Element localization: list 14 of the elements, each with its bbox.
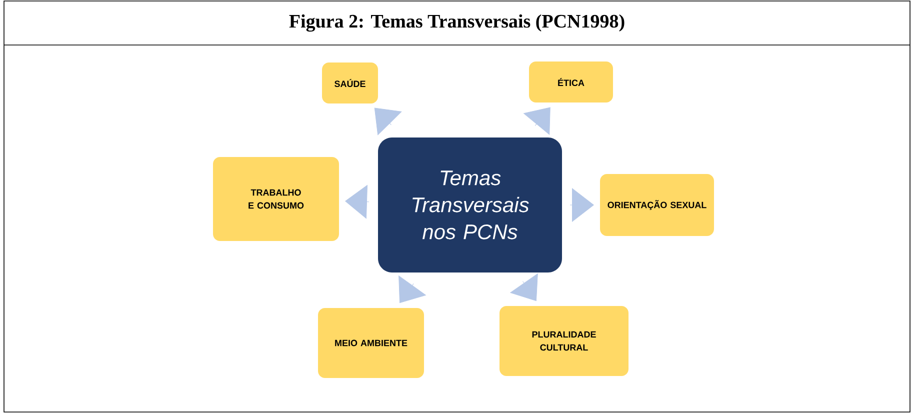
figure-title: Figura 2: Temas Transversais (PCN1998) [289,14,624,32]
theme-box: SAÚDE [322,62,378,104]
theme-box: PLURALIDADE CULTURAL [500,306,628,376]
arrow [374,108,402,136]
central-box: Temas Transversais nos PCNs [378,138,562,272]
theme-box: ÉTICA [529,62,613,102]
arrow [345,185,370,219]
arrow [398,276,426,304]
arrow [510,274,538,301]
arrow [524,107,550,135]
arrow [570,188,594,222]
theme-box: ORIENTAÇÃO SEXUAL [600,174,714,236]
theme-box: MEIO AMBIENTE [318,308,424,378]
theme-box: TRABALHO E CONSUMO [213,157,339,241]
